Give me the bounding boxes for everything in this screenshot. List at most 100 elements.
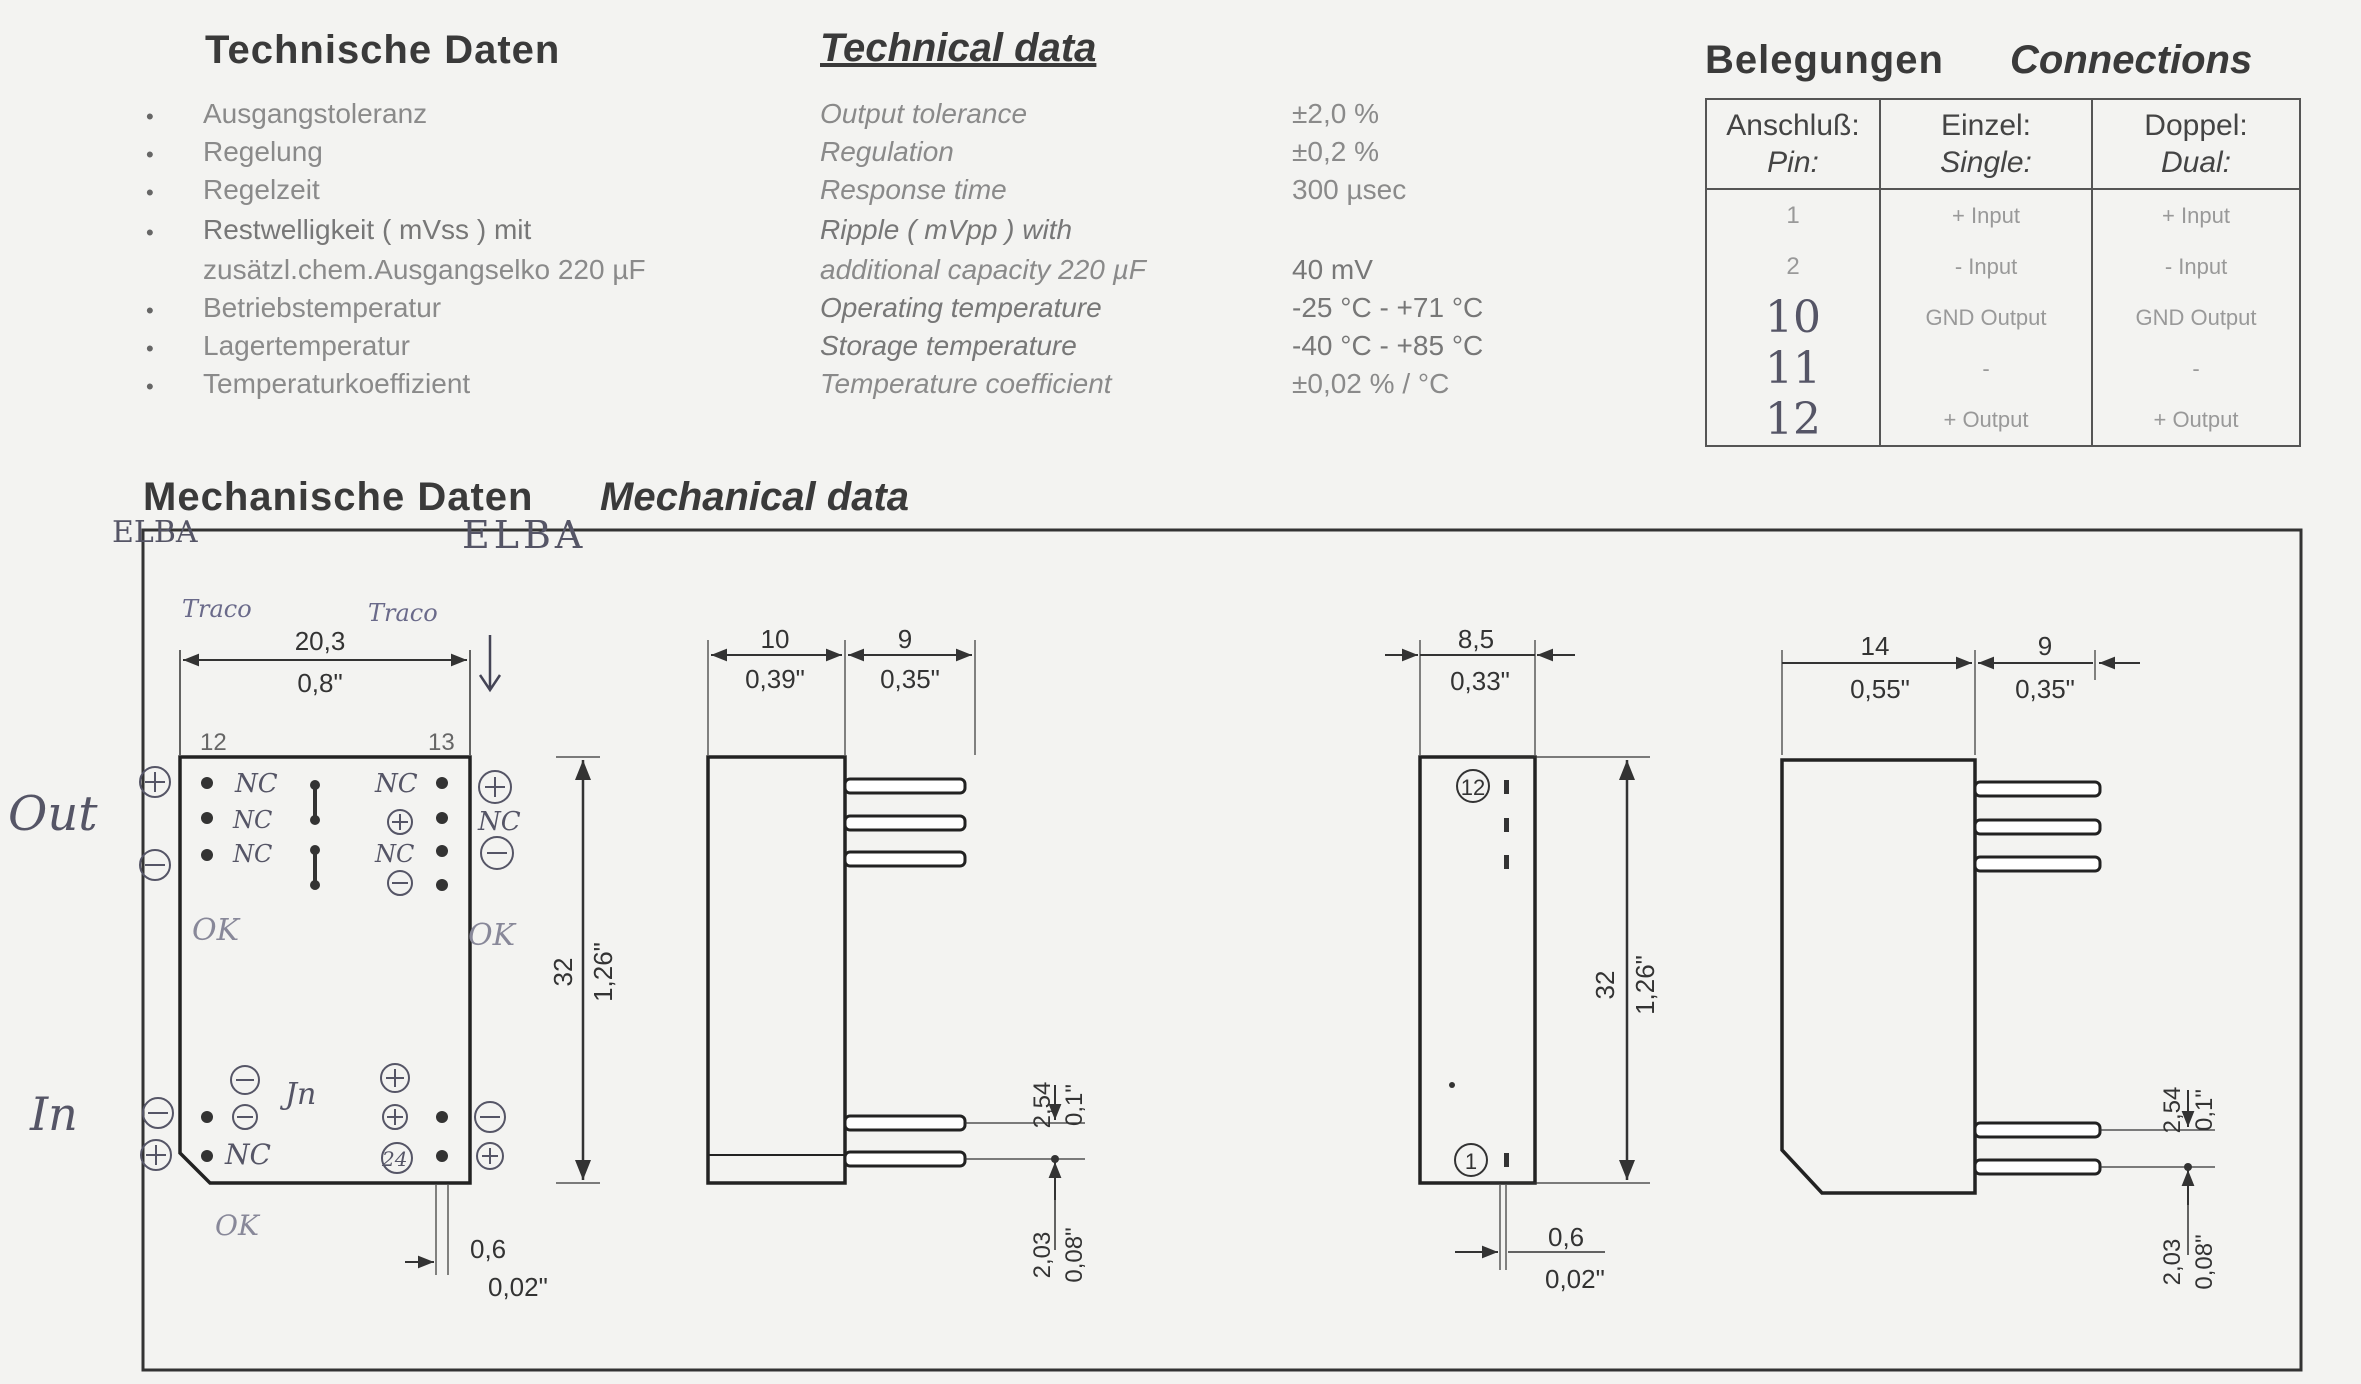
heading-mechanical-data: Mechanical data <box>600 475 910 519</box>
pin <box>1973 818 2102 836</box>
pin <box>1973 1121 2102 1139</box>
handwritten-nc: NC <box>374 840 414 868</box>
spec-de: Restwelligkeit ( mVss ) mit <box>203 214 532 245</box>
plus-icon <box>387 809 413 835</box>
pin-number-circle <box>381 1142 413 1174</box>
minus-icon <box>480 836 514 870</box>
spec-en: Operating temperature <box>820 292 1102 323</box>
dim-standoff-mm: 2,03 <box>2159 1239 2186 1286</box>
pin-cell: 2 <box>1705 241 1881 292</box>
pin-dot <box>310 815 320 825</box>
handwritten-nc: NC <box>224 1138 271 1171</box>
heading-connections: Connections <box>2010 38 2253 82</box>
table-row: 2 - Input - Input <box>1705 241 2301 292</box>
single-cell: GND Output <box>1879 292 2093 343</box>
pin-dot <box>436 845 448 857</box>
pin-dot <box>2184 1163 2192 1171</box>
spec-de: Betriebstemperatur <box>203 292 442 323</box>
spec-value: -40 °C - +85 °C <box>1292 330 1484 361</box>
minus-icon <box>232 1104 258 1130</box>
pin-dot <box>201 1150 213 1162</box>
down-arrow-icon <box>478 635 502 693</box>
dim-side-width-mm: 10 <box>761 624 790 654</box>
pin <box>1973 855 2102 873</box>
pin <box>843 1150 967 1168</box>
dim-pitch-in: 0,1" <box>2191 1089 2218 1131</box>
pin <box>1973 780 2102 798</box>
heading-belegungen: Belegungen <box>1705 38 1944 82</box>
pin-dot <box>201 812 213 824</box>
single-cell: - Input <box>1879 241 2093 292</box>
dim-pin-length-in: 0,35" <box>880 664 940 694</box>
spec-de: Regelzeit <box>203 174 320 205</box>
handwritten-out: Out <box>8 786 98 842</box>
dim-side-width-in: 0,55" <box>1850 674 1910 704</box>
spec-value: 40 mV <box>1292 254 1373 285</box>
bullet: • <box>146 142 154 167</box>
spec-en: Regulation <box>820 136 954 167</box>
minus-icon <box>142 1097 174 1129</box>
module-front-outline <box>1418 755 1537 1185</box>
handwritten-traco: Traco <box>368 599 438 627</box>
heading-technical-data: Technical data <box>820 26 1097 70</box>
plus-icon <box>478 770 512 804</box>
spec-en: Storage temperature <box>820 330 1077 361</box>
header-de: Anschluß: <box>1726 108 1860 142</box>
spec-de: Temperaturkoeffizient <box>203 368 471 399</box>
handwritten-ok: OK <box>215 1209 261 1242</box>
handwritten-in: In <box>29 1087 78 1141</box>
table-row: 12 + Output + Output <box>1705 394 2301 447</box>
pin-dot <box>310 880 320 890</box>
pin-number: 24 <box>381 1147 407 1171</box>
pin-cell: 12 <box>1705 394 1881 447</box>
pin-cell: 11 <box>1705 343 1881 394</box>
dim-pin-length-mm: 9 <box>898 624 912 654</box>
pin-number: 12 <box>1461 775 1485 800</box>
dim-width-mm: 20,3 <box>295 626 346 656</box>
plus-icon <box>145 772 165 792</box>
pin-number-circle <box>1456 769 1490 803</box>
handwritten-nc: NC <box>232 840 272 868</box>
plus-icon <box>382 1104 408 1130</box>
column-header: Einzel:Single: <box>1879 98 2093 190</box>
bullet: • <box>146 298 154 323</box>
pin-cell: 10 <box>1705 292 1881 343</box>
dual-cell: GND Output <box>2091 292 2301 343</box>
dim-height-in: 1,26" <box>588 942 618 1002</box>
dim-front-width-in: 0,33" <box>1450 666 1510 696</box>
handwritten-ok: OK <box>192 913 241 948</box>
dim-pin-in: 0,02" <box>1545 1264 1605 1294</box>
pin-cell: 1 <box>1705 188 1881 241</box>
pin <box>843 1114 967 1132</box>
spec-en: Temperature coefficient <box>820 368 1112 399</box>
handwritten-elba: ELBA <box>112 515 198 550</box>
spec-value: ±0,02 % / °C <box>1292 368 1450 399</box>
pin-dot <box>436 1111 448 1123</box>
heading-mechanische-daten: Mechanische Daten <box>143 475 534 519</box>
table-row: 1 + Input + Input <box>1705 188 2301 241</box>
pin-dot <box>1449 1082 1455 1088</box>
pin <box>843 850 967 868</box>
pin-dot <box>436 1150 448 1162</box>
dim-pitch-in: 0,1" <box>1061 1084 1088 1126</box>
dim-pin-length-in: 0,35" <box>2015 674 2075 704</box>
dim-height-mm: 32 <box>1590 971 1620 1000</box>
plus-icon <box>476 1142 504 1170</box>
pin-number-circle <box>1454 1143 1488 1177</box>
dual-cell: + Input <box>2091 188 2301 241</box>
pin-dot <box>436 777 448 789</box>
handwritten-jn: Jn <box>279 1077 316 1112</box>
plus-icon <box>482 1148 498 1164</box>
table-header-row: Anschluß:Pin: Einzel:Single: Doppel:Dual… <box>1705 98 2301 190</box>
pin-mark <box>1504 818 1509 832</box>
spec-value: 300 µsec <box>1292 174 1407 205</box>
plus-icon <box>485 777 505 797</box>
spec-en: Response time <box>820 174 1007 205</box>
dim-pin-mm: 0,6 <box>1548 1222 1584 1252</box>
dim-pin-mm: 0,6 <box>470 1234 506 1264</box>
dim-pitch-mm: 2,54 <box>2159 1087 2186 1134</box>
header-en: Dual: <box>2160 146 2232 179</box>
pin <box>843 777 967 795</box>
pin-number: 13 <box>428 729 455 756</box>
